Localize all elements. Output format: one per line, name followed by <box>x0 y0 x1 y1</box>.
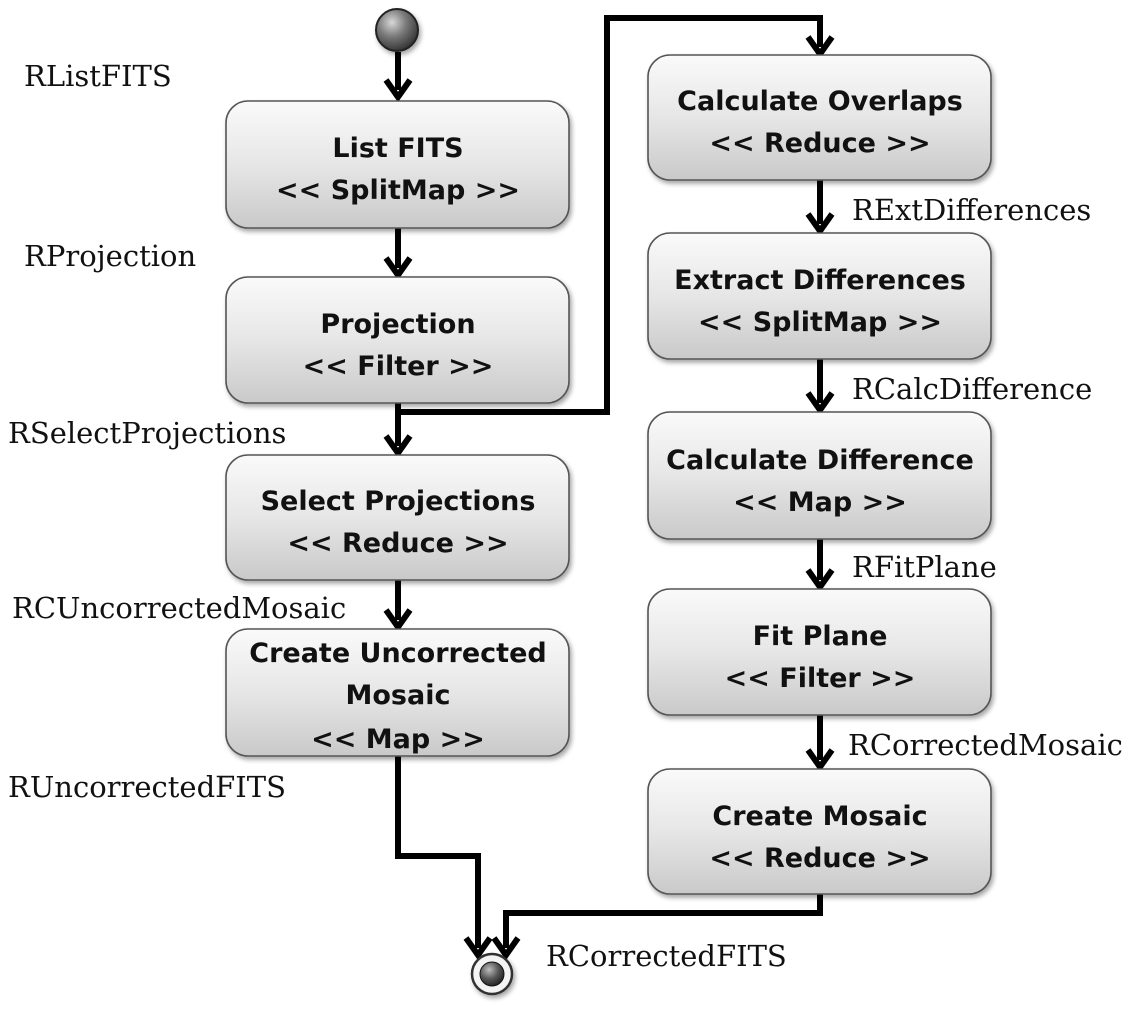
arrowhead-fit-plane <box>805 568 835 593</box>
node-calculate-overlaps: Calculate Overlaps << Reduce >> <box>647 54 992 181</box>
node-stereotype: << SplitMap >> <box>698 307 942 338</box>
arrowhead-projection <box>383 256 413 281</box>
node-stereotype: << Filter >> <box>303 351 494 382</box>
label-rprojection: RProjection <box>24 239 196 273</box>
node-stereotype: << SplitMap >> <box>276 175 520 206</box>
node-create-mosaic: Create Mosaic << Reduce >> <box>647 768 992 895</box>
arrowhead-select-projections <box>383 434 413 459</box>
node-title: Create Mosaic <box>712 801 927 832</box>
node-stereotype: << Reduce >> <box>287 528 508 559</box>
edge-projection-to-calculate-overlaps <box>398 15 823 415</box>
node-title: Extract Differences <box>674 265 966 296</box>
arrowhead-list-fits <box>383 78 413 103</box>
node-box <box>647 411 992 540</box>
node-title: List FITS <box>332 133 463 164</box>
node-select-projections: Select Projections << Reduce >> <box>225 454 570 581</box>
edges <box>383 15 835 961</box>
node-title: Create Uncorrected <box>249 638 546 669</box>
node-title: Fit Plane <box>753 621 888 652</box>
node-box <box>647 588 992 716</box>
node-projection: Projection << Filter >> <box>225 276 570 404</box>
label-rfitplane: RFitPlane <box>852 550 997 584</box>
node-title-line2: Mosaic <box>346 680 451 711</box>
node-box <box>225 276 570 404</box>
node-box <box>225 454 570 581</box>
node-stereotype: << Map >> <box>311 724 485 755</box>
node-stereotype: << Reduce >> <box>709 843 930 874</box>
node-extract-differences: Extract Differences << SplitMap >> <box>647 232 992 360</box>
node-box <box>647 54 992 181</box>
edge-create-uncorrected-to-end <box>395 756 481 948</box>
node-stereotype: << Map >> <box>733 487 907 518</box>
arrowhead-calculate-overlaps <box>805 35 835 60</box>
arrowhead-end-left <box>463 936 493 961</box>
arrowhead-create-mosaic <box>805 748 835 773</box>
node-title: Calculate Difference <box>666 445 974 476</box>
node-box <box>647 768 992 895</box>
node-stereotype: << Filter >> <box>725 663 916 694</box>
node-calculate-difference: Calculate Difference << Map >> <box>647 411 992 540</box>
node-create-uncorrected-mosaic: Create Uncorrected Mosaic << Map >> <box>225 628 570 757</box>
node-box <box>647 232 992 360</box>
arrowhead-create-uncorrected <box>383 608 413 633</box>
label-rselectprojections: RSelectProjections <box>8 416 286 450</box>
arrowhead-end-right <box>491 936 521 961</box>
label-rextdifferences: RExtDifferences <box>852 193 1091 227</box>
label-rlistfits: RListFITS <box>24 59 172 93</box>
label-rcorrectedfits: RCorrectedFITS <box>546 939 787 973</box>
node-box <box>225 628 570 757</box>
node-fit-plane: Fit Plane << Filter >> <box>647 588 992 716</box>
node-title: Projection <box>320 309 475 340</box>
node-stereotype: << Reduce >> <box>709 128 930 159</box>
resource-labels: RListFITS RProjection RSelectProjections… <box>8 59 1123 973</box>
label-rcuncorrectedmosaic: RCUncorrectedMosaic <box>12 591 346 625</box>
arrowhead-extract-differences <box>805 212 835 237</box>
start-node <box>375 8 419 52</box>
node-title: Select Projections <box>261 486 536 517</box>
node-box <box>225 100 570 229</box>
label-rcalcdifference: RCalcDifference <box>852 372 1092 406</box>
arrowhead-calculate-difference <box>805 391 835 416</box>
node-list-fits: List FITS << SplitMap >> <box>225 100 570 229</box>
label-runcorrectedfits: RUncorrectedFITS <box>8 770 286 804</box>
node-title: Calculate Overlaps <box>677 86 963 117</box>
end-node <box>470 952 514 996</box>
label-rcorrectedmosaic: RCorrectedMosaic <box>848 728 1123 762</box>
edge-create-mosaic-to-end <box>503 894 823 948</box>
